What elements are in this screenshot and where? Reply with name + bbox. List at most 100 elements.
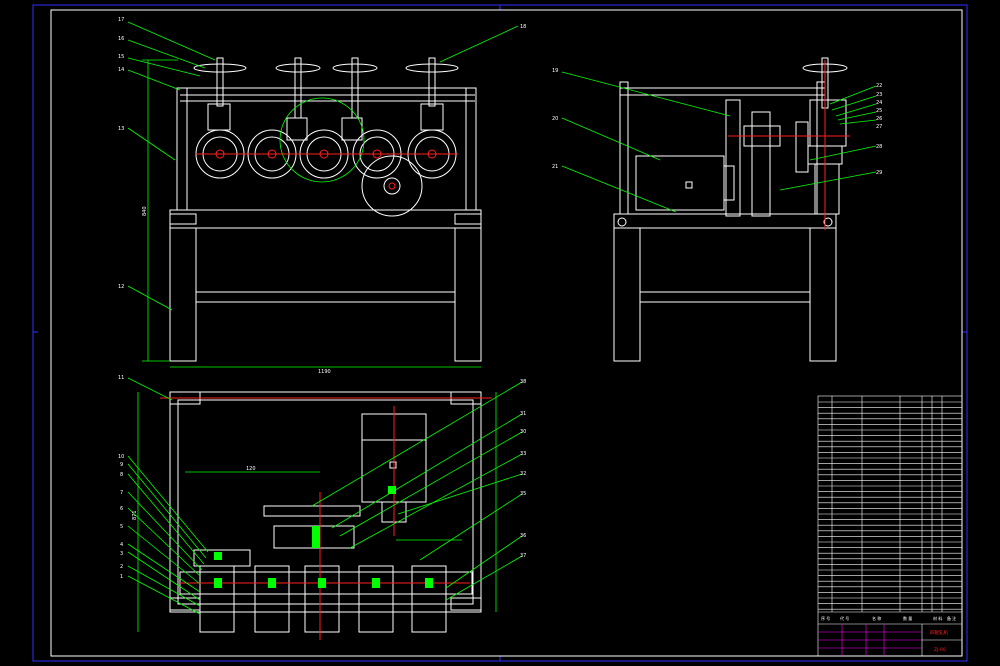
front-table-clamp-left — [169, 213, 197, 225]
plan-green-bearings — [214, 486, 433, 588]
label-1: 1 — [120, 574, 123, 580]
label-36: 36 — [520, 533, 526, 539]
label-12: 12 — [118, 284, 124, 290]
side-view — [561, 57, 877, 362]
plan-leaders-left — [127, 377, 209, 615]
roll-2-center — [267, 149, 277, 159]
title-block — [817, 395, 963, 657]
leader-15 — [127, 57, 201, 77]
front-table-clamp-right — [454, 213, 482, 225]
motor-terminal — [685, 181, 693, 189]
leader-26 — [839, 119, 877, 125]
title-signature-grid — [818, 624, 922, 656]
header-name: 名 称 — [872, 615, 881, 621]
label-18: 18 — [520, 24, 526, 30]
bearing-green-8 — [388, 486, 396, 494]
label-20: 20 — [552, 116, 558, 122]
leader-9 — [127, 463, 207, 559]
label-10: 10 — [118, 454, 124, 460]
bearing-green-7 — [312, 526, 320, 548]
label-17: 17 — [118, 17, 124, 23]
sheet-frame — [32, 4, 968, 662]
leader-6 — [127, 507, 201, 577]
label-16: 16 — [118, 36, 124, 42]
header-qty: 数 量 — [903, 615, 912, 621]
leader-23 — [831, 95, 877, 111]
side-foot-bolt-left — [617, 217, 627, 227]
side-pedestal — [814, 163, 840, 215]
label-2: 2 — [120, 564, 123, 570]
plan-roll-station-2 — [254, 565, 290, 633]
label-14: 14 — [118, 67, 124, 73]
leader-32 — [397, 473, 523, 515]
label-27: 27 — [876, 124, 882, 130]
front-view — [127, 21, 519, 368]
bearing-green-5 — [372, 578, 380, 588]
label-32: 32 — [520, 471, 526, 477]
header-note: 备 注 — [947, 615, 956, 621]
motor-flange — [723, 165, 735, 201]
bearing-block-3 — [341, 117, 363, 141]
leader-35 — [419, 493, 523, 561]
label-6: 6 — [120, 506, 123, 512]
label-5: 5 — [120, 524, 123, 530]
screw-1 — [216, 57, 224, 107]
drawing-inner-border — [50, 9, 963, 657]
drive-gear — [361, 155, 423, 217]
leader-21 — [561, 165, 677, 213]
side-foot-bolt-right — [823, 217, 833, 227]
header-code: 代 号 — [840, 615, 849, 621]
bearing-green-6 — [425, 578, 433, 588]
label-38: 38 — [520, 379, 526, 385]
label-21: 21 — [552, 164, 558, 170]
leader-36 — [445, 535, 523, 589]
side-leaders — [561, 71, 877, 213]
title-block-text: 序 号 代 号 名 称 数 量 材 料 备 注 四辊轧机 ZJ-00 — [821, 615, 956, 653]
leader-10 — [127, 455, 209, 553]
roll-1-center — [215, 149, 225, 159]
leader-29 — [779, 171, 877, 191]
leader-12 — [127, 285, 173, 311]
leader-18 — [439, 25, 519, 63]
side-gear-plate — [725, 99, 741, 217]
label-31: 31 — [520, 411, 526, 417]
front-labels: 17 16 15 14 13 12 18 840 1190 — [118, 17, 526, 375]
label-7: 7 — [120, 490, 123, 496]
plan-roll-station-5 — [411, 565, 447, 633]
side-table-top — [613, 213, 837, 229]
label-35: 35 — [520, 491, 526, 497]
label-19: 19 — [552, 68, 558, 74]
label-9: 9 — [120, 462, 123, 468]
dim-plan-120: 120 — [246, 466, 256, 472]
plan-frame-inner — [177, 399, 474, 605]
plan-labels: 11 10 9 8 7 6 5 4 3 2 1 38 31 30 33 32 3… — [118, 375, 526, 580]
leader-24 — [835, 103, 877, 117]
plan-roll-station-3 — [304, 565, 340, 633]
roll-centers — [195, 149, 458, 190]
plan-leaders-right — [311, 381, 523, 601]
dim-height-840: 840 — [142, 206, 148, 216]
bearing-green-2 — [214, 578, 222, 588]
label-22: 22 — [876, 83, 882, 89]
label-33: 33 — [520, 451, 526, 457]
front-leaders — [127, 21, 519, 311]
leader-16 — [127, 39, 206, 69]
leader-3 — [127, 551, 201, 601]
plan-roll-station-4 — [358, 565, 394, 633]
dim-plan-871: 871 — [132, 510, 138, 520]
side-centerlines — [728, 60, 850, 230]
leader-14 — [127, 69, 181, 91]
side-upright-left — [619, 81, 629, 215]
leader-33 — [349, 453, 523, 549]
leader-8 — [127, 473, 205, 565]
parts-list-outline — [817, 395, 963, 657]
screw-4 — [428, 57, 436, 107]
leader-31 — [331, 413, 523, 529]
header-seq: 序 号 — [821, 615, 830, 621]
leader-7 — [127, 491, 203, 571]
header-mat: 材 料 — [933, 615, 942, 621]
roll-3-center — [319, 149, 329, 159]
roll-4-center — [372, 149, 382, 159]
